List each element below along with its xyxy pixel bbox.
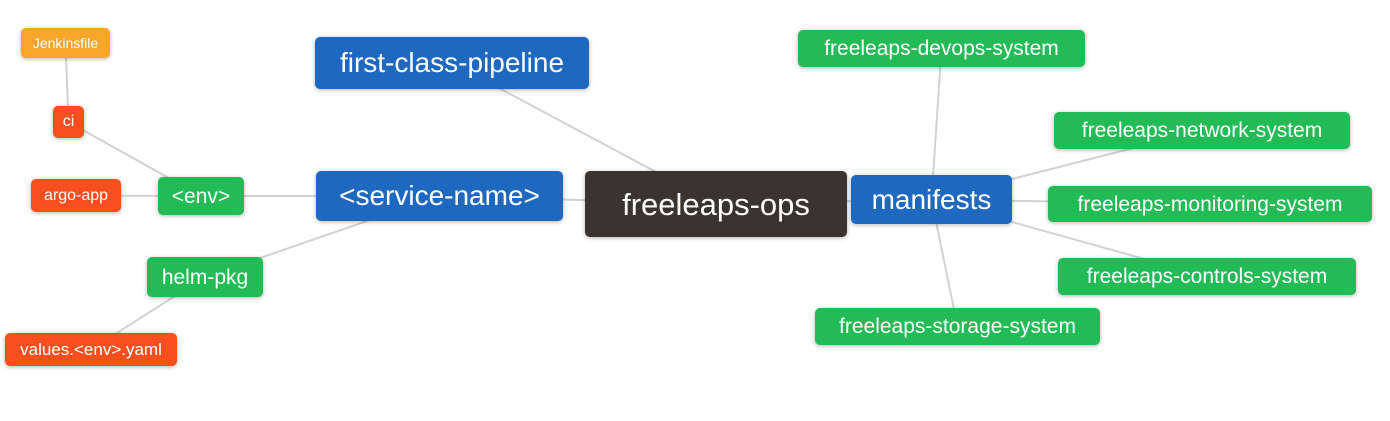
node-service-name[interactable]: <service-name> xyxy=(316,171,563,221)
node-freeleaps-network-system[interactable]: freeleaps-network-system xyxy=(1054,112,1350,149)
node-label-values-env-yaml: values.<env>.yaml xyxy=(20,340,162,359)
node-ci[interactable]: ci xyxy=(53,106,84,138)
edge-manifests--freeleaps-devops-system xyxy=(930,48,943,200)
node-first-class-pipeline[interactable]: first-class-pipeline xyxy=(315,37,589,89)
node-freeleaps-controls-system[interactable]: freeleaps-controls-system xyxy=(1058,258,1356,295)
node-argo-app[interactable]: argo-app xyxy=(31,179,121,212)
node-label-freeleaps-monitoring-system: freeleaps-monitoring-system xyxy=(1077,192,1343,216)
node-label-freeleaps-storage-system: freeleaps-storage-system xyxy=(839,315,1076,338)
node-freeleaps-devops-system[interactable]: freeleaps-devops-system xyxy=(798,30,1085,67)
node-freeleaps-storage-system[interactable]: freeleaps-storage-system xyxy=(815,308,1100,345)
node-freeleaps-ops[interactable]: freeleaps-ops xyxy=(585,171,847,237)
node-label-freeleaps-controls-system: freeleaps-controls-system xyxy=(1086,265,1328,288)
node-helm-pkg[interactable]: helm-pkg xyxy=(147,257,263,297)
node-label-helm-pkg: helm-pkg xyxy=(161,265,249,289)
node-jenkinsfile[interactable]: Jenkinsfile xyxy=(21,28,110,58)
node-label-ci: ci xyxy=(62,113,75,130)
node-manifests[interactable]: manifests xyxy=(851,175,1012,224)
node-label-jenkinsfile: Jenkinsfile xyxy=(32,35,99,51)
node-label-freeleaps-ops: freeleaps-ops xyxy=(622,186,810,222)
node-label-freeleaps-network-system: freeleaps-network-system xyxy=(1081,119,1323,142)
node-label-freeleaps-devops-system: freeleaps-devops-system xyxy=(824,37,1059,60)
node-label-first-class-pipeline: first-class-pipeline xyxy=(339,47,565,78)
node-label-service-name: <service-name> xyxy=(339,180,540,211)
node-label-env: <env> xyxy=(171,184,231,208)
node-freeleaps-monitoring-system[interactable]: freeleaps-monitoring-system xyxy=(1048,186,1372,222)
node-env[interactable]: <env> xyxy=(158,177,244,215)
node-label-manifests: manifests xyxy=(871,183,992,215)
node-label-argo-app: argo-app xyxy=(43,186,109,204)
node-values-env-yaml[interactable]: values.<env>.yaml xyxy=(5,333,177,366)
